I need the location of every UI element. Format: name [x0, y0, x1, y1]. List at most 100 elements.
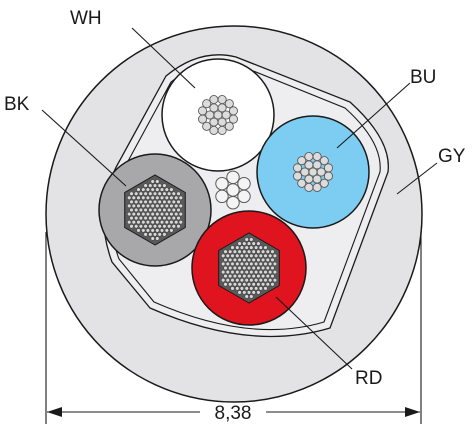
fine-strand	[251, 273, 256, 279]
fine-strand	[166, 224, 172, 229]
fine-strand	[127, 195, 132, 200]
fine-strand	[138, 207, 144, 213]
fine-strand	[225, 269, 230, 275]
fine-strand	[136, 228, 141, 233]
fine-strand	[176, 215, 181, 221]
fine-strand	[249, 237, 254, 242]
conductor-strand	[304, 152, 314, 162]
fine-strand	[270, 265, 275, 271]
fine-strand	[138, 224, 144, 229]
fine-strand	[136, 220, 141, 225]
fine-strand	[166, 191, 172, 196]
fine-strand	[253, 278, 259, 283]
label-wh: WH	[70, 8, 102, 29]
fine-strand	[239, 269, 245, 275]
fine-strand	[157, 224, 162, 229]
fine-strand	[253, 269, 259, 275]
fine-strand	[230, 245, 235, 250]
fine-strand	[155, 179, 160, 184]
black-core-conductor-bundle	[124, 174, 186, 246]
fine-strand	[251, 249, 256, 254]
fine-strand	[237, 257, 242, 263]
fine-strand	[150, 187, 155, 192]
fine-strand	[141, 211, 146, 217]
fine-strand	[129, 207, 134, 213]
fine-strand	[152, 183, 158, 188]
conductor-strand	[205, 110, 215, 120]
fine-strand	[253, 286, 259, 291]
fine-strand	[268, 261, 273, 267]
fine-strand	[235, 253, 240, 258]
fine-strand	[232, 257, 238, 263]
fine-strand	[155, 236, 160, 241]
fine-strand	[258, 261, 263, 267]
fine-strand	[164, 187, 169, 192]
fine-strand	[223, 249, 228, 254]
conductor-strand	[217, 95, 227, 105]
fine-strand	[152, 215, 158, 221]
fine-strand	[178, 203, 183, 209]
fine-strand	[249, 294, 254, 299]
fine-strand	[263, 269, 268, 275]
fine-strand	[256, 257, 261, 263]
fine-strand	[136, 211, 141, 217]
fine-strand	[246, 265, 252, 271]
fine-strand	[155, 203, 160, 209]
fine-strand	[230, 278, 235, 283]
conductor-strand	[202, 121, 212, 131]
fine-strand	[258, 269, 263, 275]
fine-strand	[148, 232, 153, 237]
fine-strand	[225, 253, 230, 258]
fine-strand	[235, 261, 240, 267]
fine-strand	[148, 191, 153, 196]
fine-strand	[148, 224, 153, 229]
fine-strand	[221, 253, 226, 258]
fine-strand	[244, 237, 249, 242]
fine-strand	[268, 278, 273, 283]
fine-strand	[228, 282, 233, 287]
fine-strand	[157, 232, 162, 237]
fine-strand	[230, 286, 235, 291]
fine-strand	[134, 191, 139, 196]
conductor-strand	[297, 178, 307, 188]
fine-strand	[230, 261, 235, 267]
fine-strand	[246, 249, 252, 254]
fine-strand	[159, 228, 165, 233]
fine-strand	[265, 265, 270, 271]
conductor-strand	[217, 125, 227, 135]
center-filler-strands	[215, 170, 251, 210]
fine-strand	[256, 249, 261, 254]
conductor-strand	[209, 95, 219, 105]
fine-strand	[143, 207, 148, 213]
fine-strand	[265, 273, 270, 279]
fine-strand	[242, 241, 247, 246]
conductor-strand	[316, 167, 326, 177]
leader-line-gy	[396, 162, 438, 195]
fine-strand	[162, 232, 167, 237]
fine-strand	[162, 207, 167, 213]
fine-strand	[246, 290, 252, 295]
fine-strand	[159, 187, 165, 192]
fine-strand	[145, 211, 151, 217]
dimension-arrow-right	[405, 407, 420, 417]
conductor-strand	[300, 167, 310, 177]
fine-strand	[228, 257, 233, 263]
fine-strand	[134, 224, 139, 229]
fine-strand	[166, 207, 172, 213]
fine-strand	[152, 191, 158, 196]
fine-strand	[155, 228, 160, 233]
fine-strand	[157, 183, 162, 188]
fine-strand	[138, 199, 144, 205]
fine-strand	[242, 249, 247, 254]
fine-strand	[221, 278, 226, 283]
fine-strand	[239, 253, 245, 258]
fine-strand	[263, 278, 268, 283]
conductor-strand	[319, 178, 329, 188]
fine-strand	[249, 278, 254, 283]
fine-strand	[256, 290, 261, 295]
fine-strand	[169, 195, 174, 200]
fine-strand	[265, 257, 270, 263]
fine-strand	[164, 203, 169, 209]
fine-strand	[242, 265, 247, 271]
